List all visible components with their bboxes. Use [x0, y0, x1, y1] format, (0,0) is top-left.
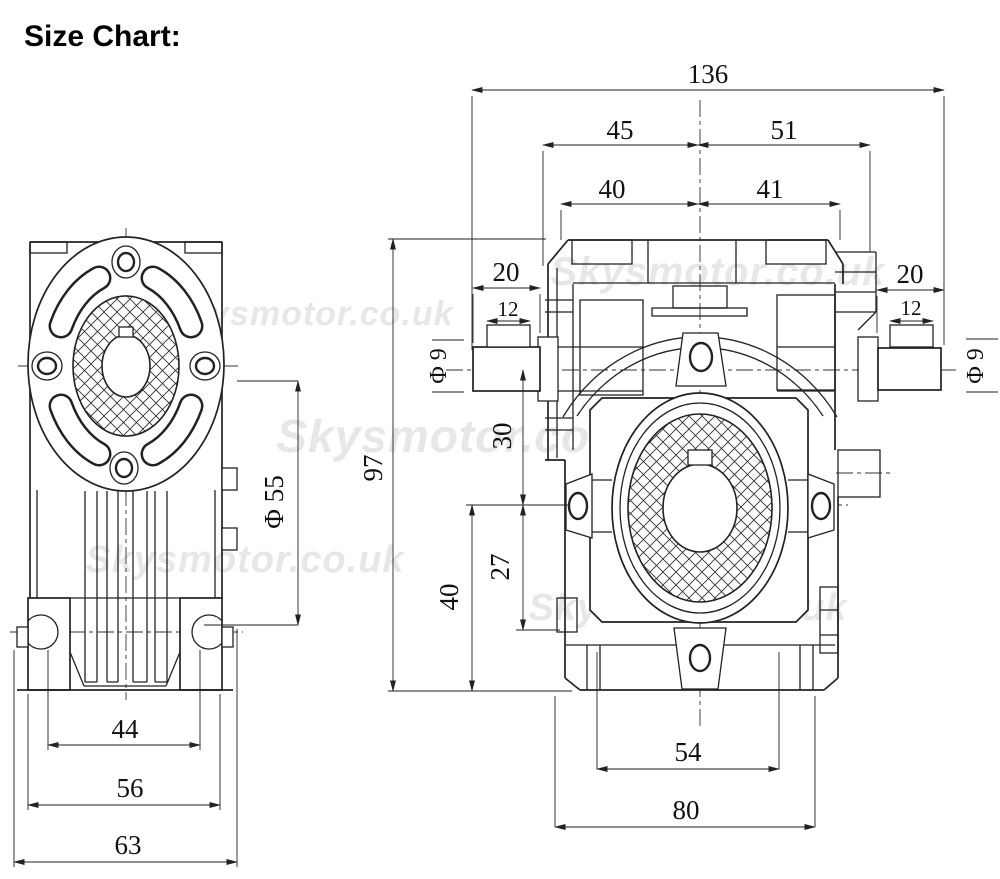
dim-label-41: 41	[757, 174, 784, 204]
mounting-foot-left	[27, 597, 71, 691]
dimension-136: 136	[471, 59, 945, 350]
input-shaft-left	[472, 324, 559, 402]
dim-label-40-top: 40	[599, 174, 626, 204]
watermark-text: Skysmotor.co.uk	[550, 250, 886, 294]
dimension-45: 45	[542, 115, 699, 266]
dim-label-97: 97	[358, 455, 388, 482]
dimension-40-top: 40	[560, 174, 699, 240]
input-shaft-right	[857, 324, 942, 402]
dimension-40-bottom: 40	[434, 504, 570, 692]
dim-label-27: 27	[485, 554, 515, 581]
front-view: Φ 55 44 56 63	[10, 228, 302, 867]
dimension-phi9-left: Φ 9	[426, 339, 464, 393]
dimension-20-right: 20	[876, 259, 945, 333]
dim-label-20-right: 20	[897, 259, 924, 289]
keyway	[118, 326, 134, 338]
dim-label-56: 56	[117, 773, 144, 803]
output-flange-side	[565, 332, 835, 690]
dim-label-80: 80	[673, 795, 700, 825]
dim-label-phi55: Φ 55	[259, 475, 289, 529]
dimension-phi55: Φ 55	[204, 380, 302, 626]
dim-label-30: 30	[487, 423, 517, 450]
dimension-51: 51	[697, 115, 871, 252]
dim-label-phi9-right: Φ 9	[963, 348, 989, 384]
shaft-key-right	[889, 324, 934, 348]
dimension-12-left: 12	[486, 297, 531, 325]
flange-slots	[48, 265, 204, 467]
dimension-27: 27	[485, 504, 560, 631]
dimension-20-left: 20	[472, 257, 541, 343]
dim-label-45: 45	[607, 115, 634, 145]
dim-label-40-bottom: 40	[434, 584, 464, 611]
dimension-12-right: 12	[889, 296, 934, 325]
dimension-97: 97	[358, 238, 572, 692]
side-view: 136 45 51 40 41 20 12	[358, 59, 998, 831]
dimension-56: 56	[27, 694, 221, 810]
dimension-41: 41	[697, 174, 841, 240]
shaft-key-left	[486, 324, 531, 348]
hub-hatched	[72, 295, 180, 437]
dimension-54: 54	[596, 652, 780, 773]
dim-label-51: 51	[771, 115, 798, 145]
dim-label-54: 54	[675, 737, 703, 767]
dim-label-12-right: 12	[901, 296, 922, 320]
flange-bolt-holes	[31, 245, 221, 485]
dim-label-44: 44	[112, 714, 140, 744]
keyway	[687, 449, 713, 466]
dim-label-136: 136	[688, 59, 729, 89]
watermark-text: Skysmotor.co.uk	[85, 539, 405, 581]
dimension-30: 30	[487, 369, 527, 506]
dimension-80: 80	[554, 696, 816, 831]
mounting-foot-right	[179, 597, 223, 691]
page-title: Size Chart:	[24, 20, 181, 53]
dimension-phi9-right: Φ 9	[963, 338, 998, 393]
dim-label-12-left: 12	[498, 297, 519, 321]
dim-label-phi9-left: Φ 9	[426, 348, 452, 384]
dim-label-20-left: 20	[493, 257, 520, 287]
dim-label-63: 63	[115, 830, 142, 860]
dimension-63: 63	[13, 629, 238, 867]
dimension-44: 44	[47, 650, 201, 750]
